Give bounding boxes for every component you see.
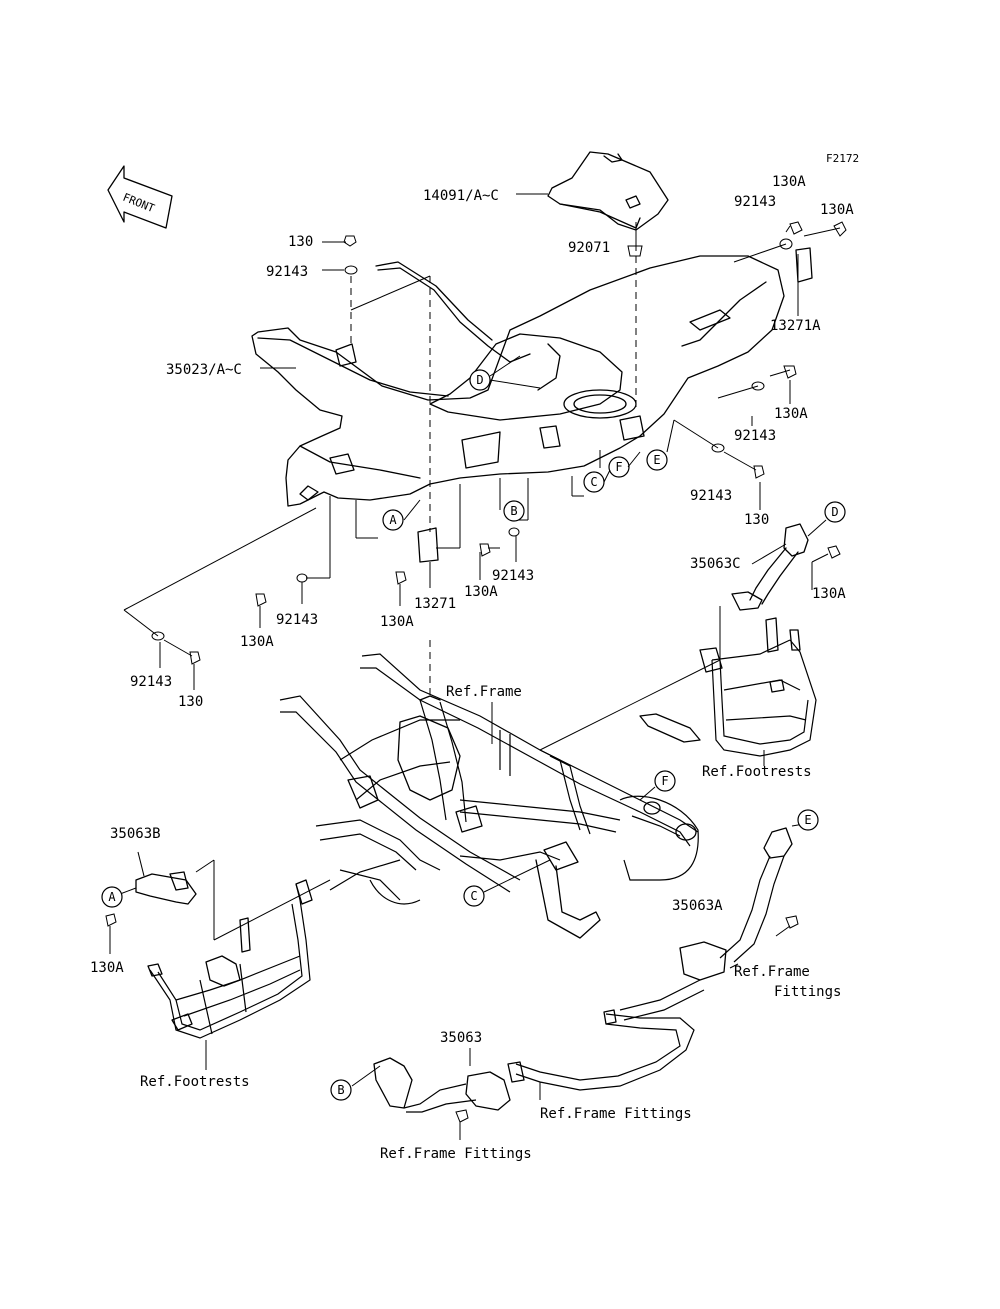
- callout-C-fender: C: [583, 471, 605, 493]
- fender-35023: [251, 255, 785, 507]
- callout-E-fender: E: [646, 449, 668, 471]
- label-92071: 92071: [568, 240, 610, 256]
- label-130A-m1: 130A: [464, 584, 498, 600]
- label-ref-footrests-left: Ref.Footrests: [140, 1074, 250, 1090]
- callout-D-fender: D: [469, 369, 491, 391]
- callout-B-bracket: B: [330, 1079, 352, 1101]
- svg-text:F: F: [615, 460, 622, 474]
- label-ref-frame-fittings-1b: Fittings: [774, 984, 841, 1000]
- callout-B-fender: B: [503, 500, 525, 522]
- svg-text:D: D: [476, 373, 483, 387]
- svg-text:F: F: [661, 774, 668, 788]
- bracket-13271: [417, 527, 439, 563]
- bolt-frame-fittings: [785, 915, 799, 929]
- bar-35063: [373, 1009, 695, 1113]
- figure-code: F2172: [826, 152, 859, 165]
- bolt-130A-left: [105, 913, 117, 927]
- label-13271A: 13271A: [770, 318, 821, 334]
- grommet-92071: [627, 245, 643, 257]
- label-ref-footrests-right: Ref.Footrests: [702, 764, 812, 780]
- label-130A-r3: 130A: [774, 406, 808, 422]
- label-92143-m1: 92143: [492, 568, 534, 584]
- svg-text:B: B: [337, 1083, 344, 1097]
- bracket-35063A: [619, 827, 793, 1021]
- label-92143-r3: 92143: [690, 488, 732, 504]
- svg-text:B: B: [510, 504, 517, 518]
- leader-lines-fender: [123, 222, 841, 690]
- callout-A-bracket: A: [101, 886, 123, 908]
- label-ref-frame: Ref.Frame: [446, 684, 522, 700]
- svg-text:A: A: [389, 513, 397, 527]
- label-92143-top: 92143: [266, 264, 308, 280]
- svg-text:C: C: [590, 475, 597, 489]
- svg-text:E: E: [653, 453, 660, 467]
- label-13271: 13271: [414, 596, 456, 612]
- svg-text:E: E: [804, 813, 811, 827]
- label-92143-l2: 92143: [130, 674, 172, 690]
- callout-E-bracket: E: [797, 809, 819, 831]
- bracket-35063B: [135, 871, 197, 905]
- label-130-r: 130: [744, 512, 769, 528]
- bolt-frame-fittings-bottom: [455, 1109, 469, 1123]
- footrest-left: [147, 879, 313, 1039]
- bracket-13271A: [795, 247, 813, 283]
- callout-D-bracket: D: [824, 501, 846, 523]
- callout-F-fender: F: [608, 456, 630, 478]
- callout-C-frame: C: [463, 885, 485, 907]
- callout-A-fender: A: [382, 509, 404, 531]
- label-92143-r1: 92143: [734, 194, 776, 210]
- front-arrow-text: FRONT: [121, 191, 157, 216]
- label-130A-m2: 130A: [380, 614, 414, 630]
- svg-text:A: A: [108, 890, 116, 904]
- label-130-top: 130: [288, 234, 313, 250]
- label-35023: 35023/A~C: [166, 362, 242, 378]
- label-ref-frame-fittings-2: Ref.Frame Fittings: [540, 1106, 692, 1122]
- seat-cover-14091: [547, 151, 669, 231]
- label-35063A: 35063A: [672, 898, 723, 914]
- label-ref-frame-fittings-3: Ref.Frame Fittings: [380, 1146, 532, 1162]
- label-130A-c: 130A: [812, 586, 846, 602]
- label-130A-r1: 130A: [772, 174, 806, 190]
- label-35063C: 35063C: [690, 556, 741, 572]
- label-92143-r2: 92143: [734, 428, 776, 444]
- label-35063B: 35063B: [110, 826, 161, 842]
- label-92143-l1: 92143: [276, 612, 318, 628]
- label-130A-r2: 130A: [820, 202, 854, 218]
- label-ref-frame-fittings-1a: Ref.Frame: [734, 964, 810, 980]
- footrest-right: [639, 617, 817, 757]
- label-14091: 14091/A~C: [423, 188, 499, 204]
- label-130-l: 130: [178, 694, 203, 710]
- svg-text:D: D: [831, 505, 838, 519]
- front-arrow-icon: FRONT: [107, 165, 173, 229]
- svg-text:C: C: [470, 889, 477, 903]
- callout-F-frame: F: [654, 770, 676, 792]
- label-130A-b: 130A: [90, 960, 124, 976]
- frame-assembly: [279, 653, 699, 939]
- bracket-35063C: [731, 523, 809, 611]
- label-35063: 35063: [440, 1030, 482, 1046]
- label-130A-l1: 130A: [240, 634, 274, 650]
